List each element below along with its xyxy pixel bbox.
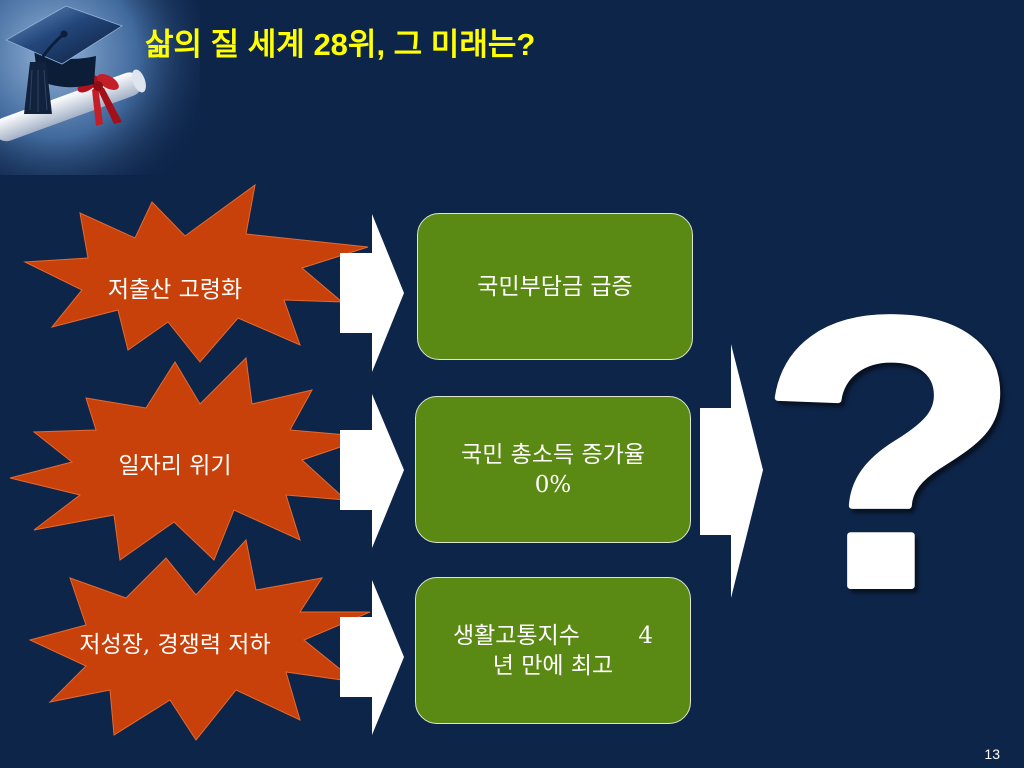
right-arrow-3 <box>340 580 404 735</box>
effect-line: 국민 총소득 증가율 <box>461 441 645 468</box>
effect-line: 년 만에 최고 <box>492 652 614 679</box>
tassel <box>24 30 68 114</box>
effect-line: 0% <box>534 471 572 498</box>
cause-label-1: 저출산 고령화 <box>107 277 243 303</box>
mortarboard-base <box>34 50 96 88</box>
effect-box-2: 국민 총소득 증가율 0% <box>415 396 691 543</box>
effect-line: 생활고통지수 4 <box>452 622 654 649</box>
right-arrow-1 <box>340 214 404 372</box>
cause-label-2: 일자리 위기 <box>118 453 232 479</box>
effect-box-1: 국민부담금 급증 <box>417 213 693 360</box>
effect-box-3: 생활고통지수 4 년 만에 최고 <box>415 577 691 724</box>
cause-burst-1 <box>23 183 369 363</box>
page-number: 13 <box>984 746 1000 762</box>
right-arrow-2 <box>340 394 404 548</box>
cause-burst-3 <box>28 538 371 741</box>
slide-title: 삶의 질 세계 28위, 그 미래는? <box>145 27 536 62</box>
question-mark: ? <box>758 238 1021 668</box>
result-arrow <box>700 344 763 598</box>
graduation-cap-image <box>0 0 200 175</box>
effect-line: 국민부담금 급증 <box>477 273 633 300</box>
cause-label-3: 저성장, 경쟁력 저하 <box>79 632 271 658</box>
